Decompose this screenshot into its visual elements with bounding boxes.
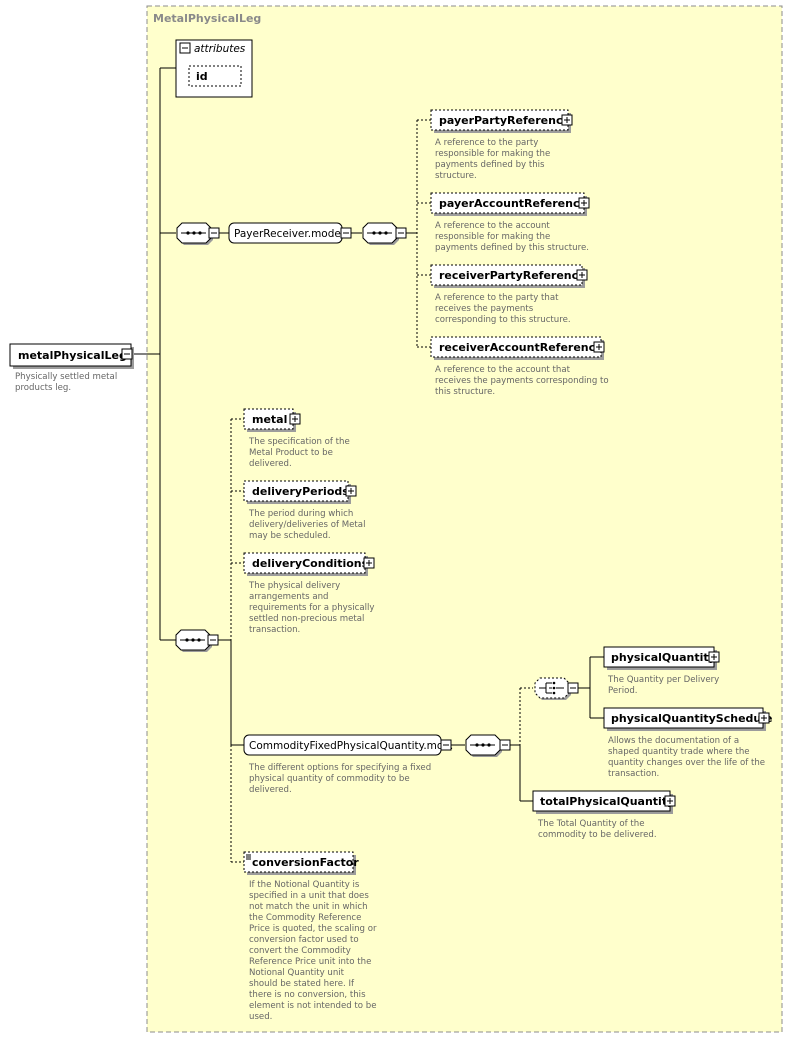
element-payer-party-reference[interactable]: payerPartyReference (430, 109, 573, 133)
element-receiver-party-reference[interactable]: receiverPartyReference (430, 264, 588, 288)
attributes-title: attributes (194, 43, 246, 55)
element-label: payerPartyReference (439, 114, 570, 127)
element-physical-quantity-schedule[interactable]: physicalQuantitySchedule (603, 707, 772, 731)
attribute-id-box[interactable] (188, 65, 242, 87)
element-description: A reference to the account that receives… (435, 365, 611, 397)
element-label: conversionFactor (252, 856, 359, 869)
panel-title: MetalPhysicalLeg (153, 12, 261, 25)
element-receiver-account-reference[interactable]: receiverAccountReference (430, 336, 605, 360)
root-element[interactable]: metalPhysicalLeg (9, 343, 134, 369)
element-label: deliveryPeriods (252, 485, 349, 498)
sequence-compositor-icon[interactable] (362, 222, 407, 245)
simple-type-icon (246, 854, 251, 860)
payer-receiver-model[interactable]: PayerReceiver.model (228, 222, 352, 244)
element-metal[interactable]: metal (243, 408, 301, 432)
root-description: Physically settled metal products leg. (15, 372, 120, 393)
element-payer-account-reference[interactable]: payerAccountReference (430, 192, 590, 216)
commodity-quantity-model[interactable]: CommodityFixedPhysicalQuantity.mo... (243, 734, 453, 756)
sequence-compositor-icon[interactable] (176, 222, 220, 245)
optional-connectors (230, 119, 533, 863)
element-description: If the Notional Quantity is specified in… (249, 880, 379, 1022)
element-label: physicalQuantitySchedule (611, 712, 772, 725)
connectors (134, 67, 604, 802)
element-description: The Total Quantity of the commodity to b… (537, 819, 657, 840)
element-label: receiverAccountReference (439, 341, 603, 354)
element-physical-quantity[interactable]: physicalQuantity (603, 646, 720, 670)
attribute-id-label: id (196, 70, 208, 83)
element-delivery-periods[interactable]: deliveryPeriods (243, 480, 357, 504)
root-element-label: metalPhysicalLeg (18, 349, 127, 362)
element-description: The different options for specifying a f… (248, 763, 434, 795)
element-label: payerAccountReference (439, 197, 587, 210)
element-description: A reference to the party that receives t… (435, 293, 571, 325)
commodity-quantity-model-label: CommodityFixedPhysicalQuantity.mo... (249, 740, 453, 752)
sequence-compositor-icon[interactable] (175, 629, 219, 652)
payer-receiver-model-label: PayerReceiver.model (234, 228, 344, 240)
element-description: A reference to the account responsible f… (435, 221, 589, 253)
choice-compositor-icon[interactable] (534, 677, 579, 700)
element-description: A reference to the party responsible for… (435, 138, 553, 181)
element-label: receiverPartyReference (439, 269, 586, 282)
element-label: metal (252, 413, 287, 426)
sequence-compositor-icon[interactable] (465, 734, 511, 757)
element-description: The Quantity per Delivery Period. (607, 675, 722, 696)
element-label: totalPhysicalQuantity (540, 795, 674, 808)
element-total-physical-quantity[interactable]: totalPhysicalQuantity (532, 790, 676, 814)
element-description: The physical delivery arrangements and r… (248, 581, 377, 635)
element-description: The period during which delivery/deliver… (248, 509, 368, 541)
element-description: Allows the documentation of a shaped qua… (608, 736, 768, 779)
attributes-group: attributes id (175, 39, 253, 98)
element-delivery-conditions[interactable]: deliveryConditions (243, 552, 375, 576)
element-description: The specification of the Metal Product t… (248, 437, 353, 469)
element-label: physicalQuantity (611, 651, 716, 664)
element-conversion-factor[interactable]: conversionFactor (243, 851, 359, 875)
element-label: deliveryConditions (252, 557, 369, 570)
